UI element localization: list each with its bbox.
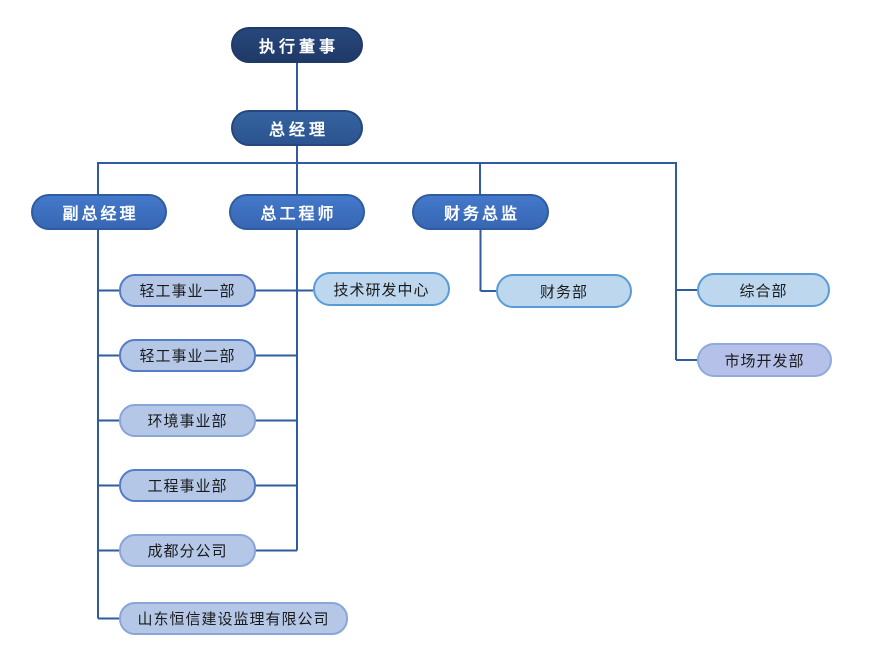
org-node-executive-director: 执行董事 <box>231 27 363 63</box>
connector-bus <box>97 162 677 360</box>
connector-finance <box>479 230 496 292</box>
org-node-chief-engineer-label: 总工程师 <box>260 206 337 223</box>
org-node-shandong-hengxin: 山东恒信建设监理有限公司 <box>119 602 348 635</box>
org-node-environment-div-label: 环境事业部 <box>147 413 228 430</box>
org-node-general-manager-label: 总经理 <box>268 122 329 139</box>
org-node-light-industry-div1-label: 轻工事业一部 <box>139 283 236 300</box>
org-node-chengdu-branch-label: 成都分公司 <box>147 543 228 560</box>
org-node-finance-director: 财务总监 <box>412 194 549 230</box>
org-node-engineering-div: 工程事业部 <box>119 469 256 502</box>
org-node-engineering-div-label: 工程事业部 <box>147 478 228 495</box>
connector-chief-engineer-spine <box>256 230 313 552</box>
org-node-market-dev-dept-label: 市场开发部 <box>724 352 805 370</box>
org-node-chengdu-branch: 成都分公司 <box>119 534 256 567</box>
org-node-environment-div: 环境事业部 <box>119 404 256 437</box>
org-node-tech-rd-center-label: 技术研发中心 <box>333 281 430 299</box>
org-node-executive-director-label: 执行董事 <box>258 39 339 56</box>
connector-right-branch <box>676 289 697 361</box>
org-node-chief-engineer: 总工程师 <box>229 194 365 230</box>
connector-deputy-spine <box>97 230 119 620</box>
org-node-general-affairs-dept: 综合部 <box>697 273 830 307</box>
org-node-light-industry-div1: 轻工事业一部 <box>119 274 256 307</box>
org-node-shandong-hengxin-label: 山东恒信建设监理有限公司 <box>137 611 330 628</box>
org-node-finance-director-label: 财务总监 <box>443 206 520 223</box>
org-node-market-dev-dept: 市场开发部 <box>697 343 832 377</box>
org-node-general-manager: 总经理 <box>231 110 363 146</box>
org-node-deputy-general-manager: 副总经理 <box>31 194 167 230</box>
org-node-tech-rd-center: 技术研发中心 <box>313 272 450 306</box>
org-node-finance-dept: 财务部 <box>496 274 632 308</box>
org-node-finance-dept-label: 财务部 <box>539 283 588 301</box>
org-node-deputy-general-manager-label: 副总经理 <box>62 206 139 223</box>
org-node-light-industry-div2-label: 轻工事业二部 <box>139 348 236 365</box>
org-node-light-industry-div2: 轻工事业二部 <box>119 339 256 372</box>
org-node-general-affairs-dept-label: 综合部 <box>739 282 788 300</box>
